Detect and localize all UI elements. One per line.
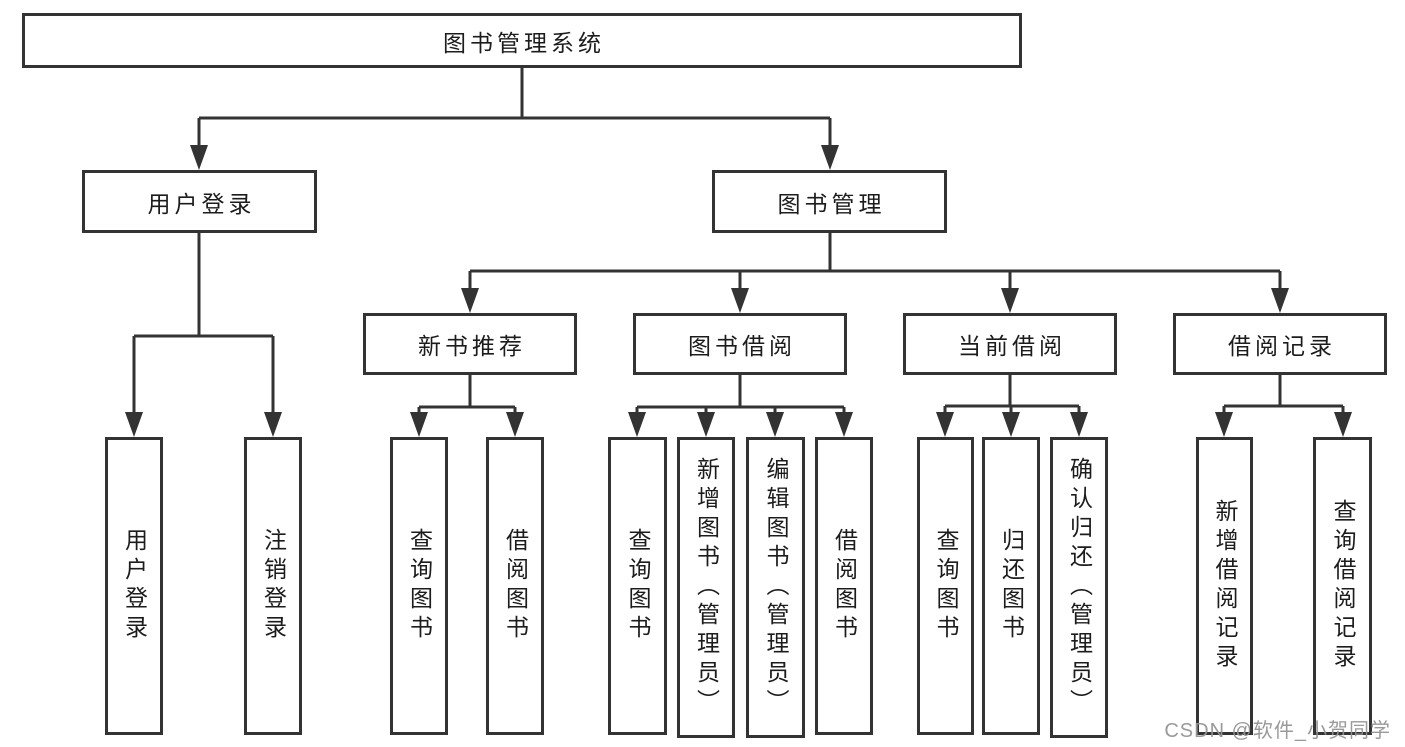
leaf-cb-query-books: 查询图书	[917, 437, 974, 735]
node-book-borrow: 图书借阅	[633, 313, 847, 375]
node-root-library-system: 图书管理系统	[22, 13, 1022, 68]
node-new-book-recommend: 新书推荐	[363, 313, 577, 375]
node-current-borrow: 当前借阅	[903, 313, 1117, 375]
leaf-logout: 注销登录	[244, 437, 302, 735]
leaf-bb-query-books: 查询图书	[608, 437, 667, 735]
node-book-management: 图书管理	[712, 170, 947, 233]
csdn-watermark: CSDN @软件_小贺同学	[1164, 720, 1391, 742]
node-borrow-records: 借阅记录	[1173, 313, 1387, 375]
node-user-login: 用户登录	[82, 170, 317, 233]
leaf-cb-confirm-return-admin: 确认归还（管理员）	[1050, 437, 1108, 738]
leaf-cb-return-books: 归还图书	[982, 437, 1040, 735]
leaf-user-login: 用户登录	[105, 437, 163, 735]
leaf-nbr-query-books: 查询图书	[390, 437, 448, 735]
leaf-bb-borrow-books: 借阅图书	[815, 437, 873, 735]
leaf-bb-add-books-admin: 新增图书（管理员）	[677, 437, 735, 738]
leaf-bb-edit-books-admin: 编辑图书（管理员）	[746, 437, 805, 738]
leaf-br-add-record: 新增借阅记录	[1196, 437, 1253, 735]
leaf-br-query-record: 查询借阅记录	[1313, 437, 1372, 735]
leaf-nbr-borrow-books: 借阅图书	[486, 437, 544, 735]
